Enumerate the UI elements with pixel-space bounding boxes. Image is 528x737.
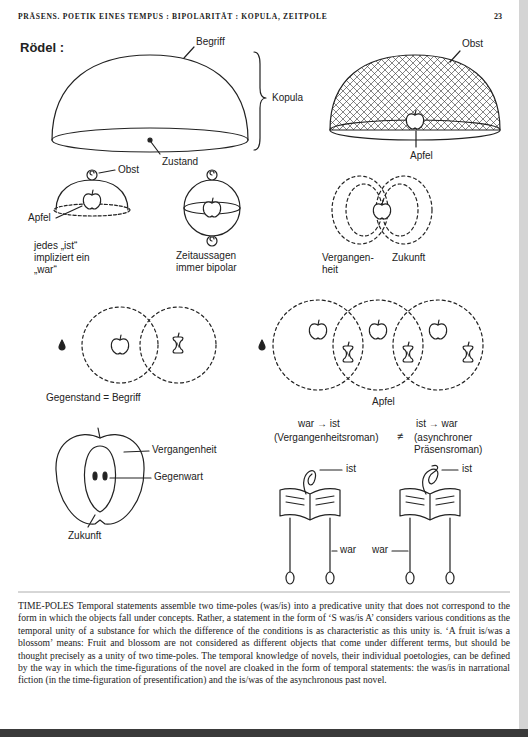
hand-label: war [340, 544, 356, 556]
hand-label: Kopula [272, 92, 303, 104]
hand-label: Gegenwart [154, 471, 203, 483]
object-circles [59, 307, 216, 383]
book-stand [280, 470, 342, 584]
hand-label: Zeitaussagen immer bipolar [176, 250, 256, 274]
hand-label: ist [346, 463, 356, 475]
concept-dome [52, 47, 248, 154]
hand-label: Obst [118, 164, 139, 176]
hand-label: Zustand [162, 156, 198, 168]
bipolar-sphere [184, 170, 240, 246]
hand-label: ≠ [397, 430, 403, 443]
hand-label: Gegenstand = Begriff [46, 392, 141, 404]
brace [254, 52, 266, 150]
apple-chain [259, 300, 483, 390]
book-stand [392, 465, 460, 584]
page-number: 23 [494, 12, 502, 22]
hand-label: Apfel [410, 150, 433, 162]
hand-label: Apfel [372, 396, 395, 408]
hand-label: (asynchroner Präsensroman) [414, 432, 500, 456]
hand-label: Zukunft [392, 252, 425, 264]
hand-label: ist [462, 463, 472, 475]
net-dome [330, 51, 500, 147]
hand-label: jedes „ist“ impliziert ein „war“ [34, 240, 98, 276]
page-edge [519, 0, 528, 737]
hand-label: war → ist [298, 418, 340, 430]
hand-label: Vergangen- heit [322, 252, 378, 276]
hand-label: (Vergangenheitsroman) [274, 432, 379, 444]
hand-label: ist → war [416, 418, 458, 430]
time-loops [332, 176, 432, 244]
bottom-bar [0, 729, 528, 737]
apple [373, 200, 390, 219]
caption-rule [18, 592, 510, 593]
cloche [54, 170, 130, 218]
hand-label: Obst [462, 38, 483, 50]
caption: TIME-POLES Temporal statements assemble … [18, 600, 510, 687]
hand-label: Begriff [196, 36, 225, 48]
hand-label: Rödel : [20, 40, 64, 56]
hand-label: Zukunft [68, 530, 101, 542]
running-head: PRÄSENS. POETIK EINES TEMPUS : BIPOLARIT… [18, 12, 328, 21]
hand-label: Apfel [28, 212, 51, 224]
apple-section [56, 428, 151, 527]
hand-label: Vergangenheit [152, 444, 217, 456]
hand-label: war [372, 544, 388, 556]
